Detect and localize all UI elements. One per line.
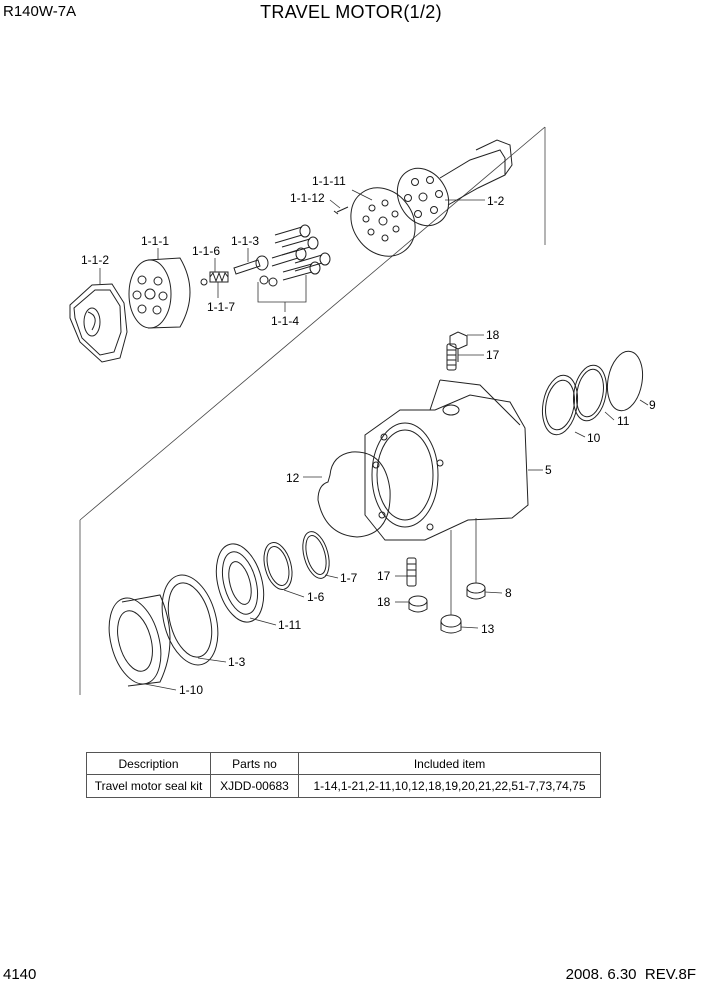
callout-8: 8 <box>505 586 512 600</box>
snap-ring-part <box>606 350 644 412</box>
callout-17-top: 17 <box>486 348 500 362</box>
table-header-row: Description Parts no Included item <box>86 752 601 775</box>
leader-lines <box>99 189 649 691</box>
model-code: R140W-7A <box>3 3 77 20</box>
ring-10-part <box>541 374 579 436</box>
plug-13-part <box>440 614 462 634</box>
ring-11-part <box>573 364 607 422</box>
o-ring-part <box>317 451 391 538</box>
page-number: 4140 <box>3 966 37 983</box>
cell-description: Travel motor seal kit <box>86 774 211 798</box>
callout-11: 11 <box>617 414 630 428</box>
exploded-frame <box>79 126 546 695</box>
callout-1-1-12: 1-1-12 <box>290 191 325 205</box>
callout-1-7: 1-7 <box>340 571 358 585</box>
roller-bearing-part <box>215 543 265 623</box>
callout-9: 9 <box>649 398 656 412</box>
cell-parts-no: XJDD-00683 <box>210 774 299 798</box>
callout-1-1-11: 1-1-11 <box>312 174 346 188</box>
callout-17-bottom: 17 <box>377 569 391 583</box>
ring-1-6-part <box>263 542 293 590</box>
header-description: Description <box>86 752 211 775</box>
piston-assembly <box>259 224 331 287</box>
callout-1-1-2: 1-1-2 <box>81 253 109 267</box>
callout-1-11: 1-11 <box>278 618 301 632</box>
revision-date: 2008. 6.30 REV.8F <box>565 966 696 983</box>
piston-part <box>233 255 269 275</box>
callout-13: 13 <box>481 622 495 636</box>
oil-seal-part <box>161 574 219 666</box>
hex-plug-part <box>449 331 468 362</box>
page-title: TRAVEL MOTOR(1/2) <box>260 2 442 22</box>
lower-plug-part <box>408 595 428 613</box>
header-parts-no: Parts no <box>210 752 299 775</box>
callout-1-3: 1-3 <box>228 655 246 669</box>
callout-1-6: 1-6 <box>307 590 325 604</box>
valve-plate-part <box>69 283 128 363</box>
motor-housing-part <box>364 379 529 541</box>
callout-1-1-6: 1-1-6 <box>192 244 220 258</box>
callout-1-1-3: 1-1-3 <box>231 234 259 248</box>
callout-18-top: 18 <box>486 328 500 342</box>
cell-included-item: 1-14,1-21,2-11,10,12,18,19,20,21,22,51-7… <box>298 774 601 798</box>
drive-shaft-part <box>396 139 513 227</box>
ring-1-7-part <box>302 531 330 579</box>
taper-bearing-part <box>108 594 171 687</box>
seal-kit-table: Description Parts no Included item Trave… <box>86 752 601 798</box>
callout-1-1-7: 1-1-7 <box>207 300 235 314</box>
spring-part <box>209 271 229 283</box>
callout-1-10: 1-10 <box>179 683 203 697</box>
pin-part <box>333 206 349 215</box>
callout-1-1-4: 1-1-4 <box>271 314 299 328</box>
shoe-plate-part <box>350 187 416 257</box>
callout-1-1-1: 1-1-1 <box>141 234 169 248</box>
callout-5: 5 <box>545 463 552 477</box>
callout-10: 10 <box>587 431 601 445</box>
bolt-part <box>446 343 457 371</box>
cylinder-block-part <box>128 257 191 329</box>
stud-part <box>406 557 417 587</box>
plug-8-part <box>466 582 486 600</box>
callout-12: 12 <box>286 471 300 485</box>
washer-part <box>200 278 208 286</box>
callout-1-2: 1-2 <box>487 194 505 208</box>
header-included-item: Included item <box>298 752 601 775</box>
callout-18-bottom: 18 <box>377 595 391 609</box>
table-row: Travel motor seal kit XJDD-00683 1-14,1-… <box>86 774 601 798</box>
